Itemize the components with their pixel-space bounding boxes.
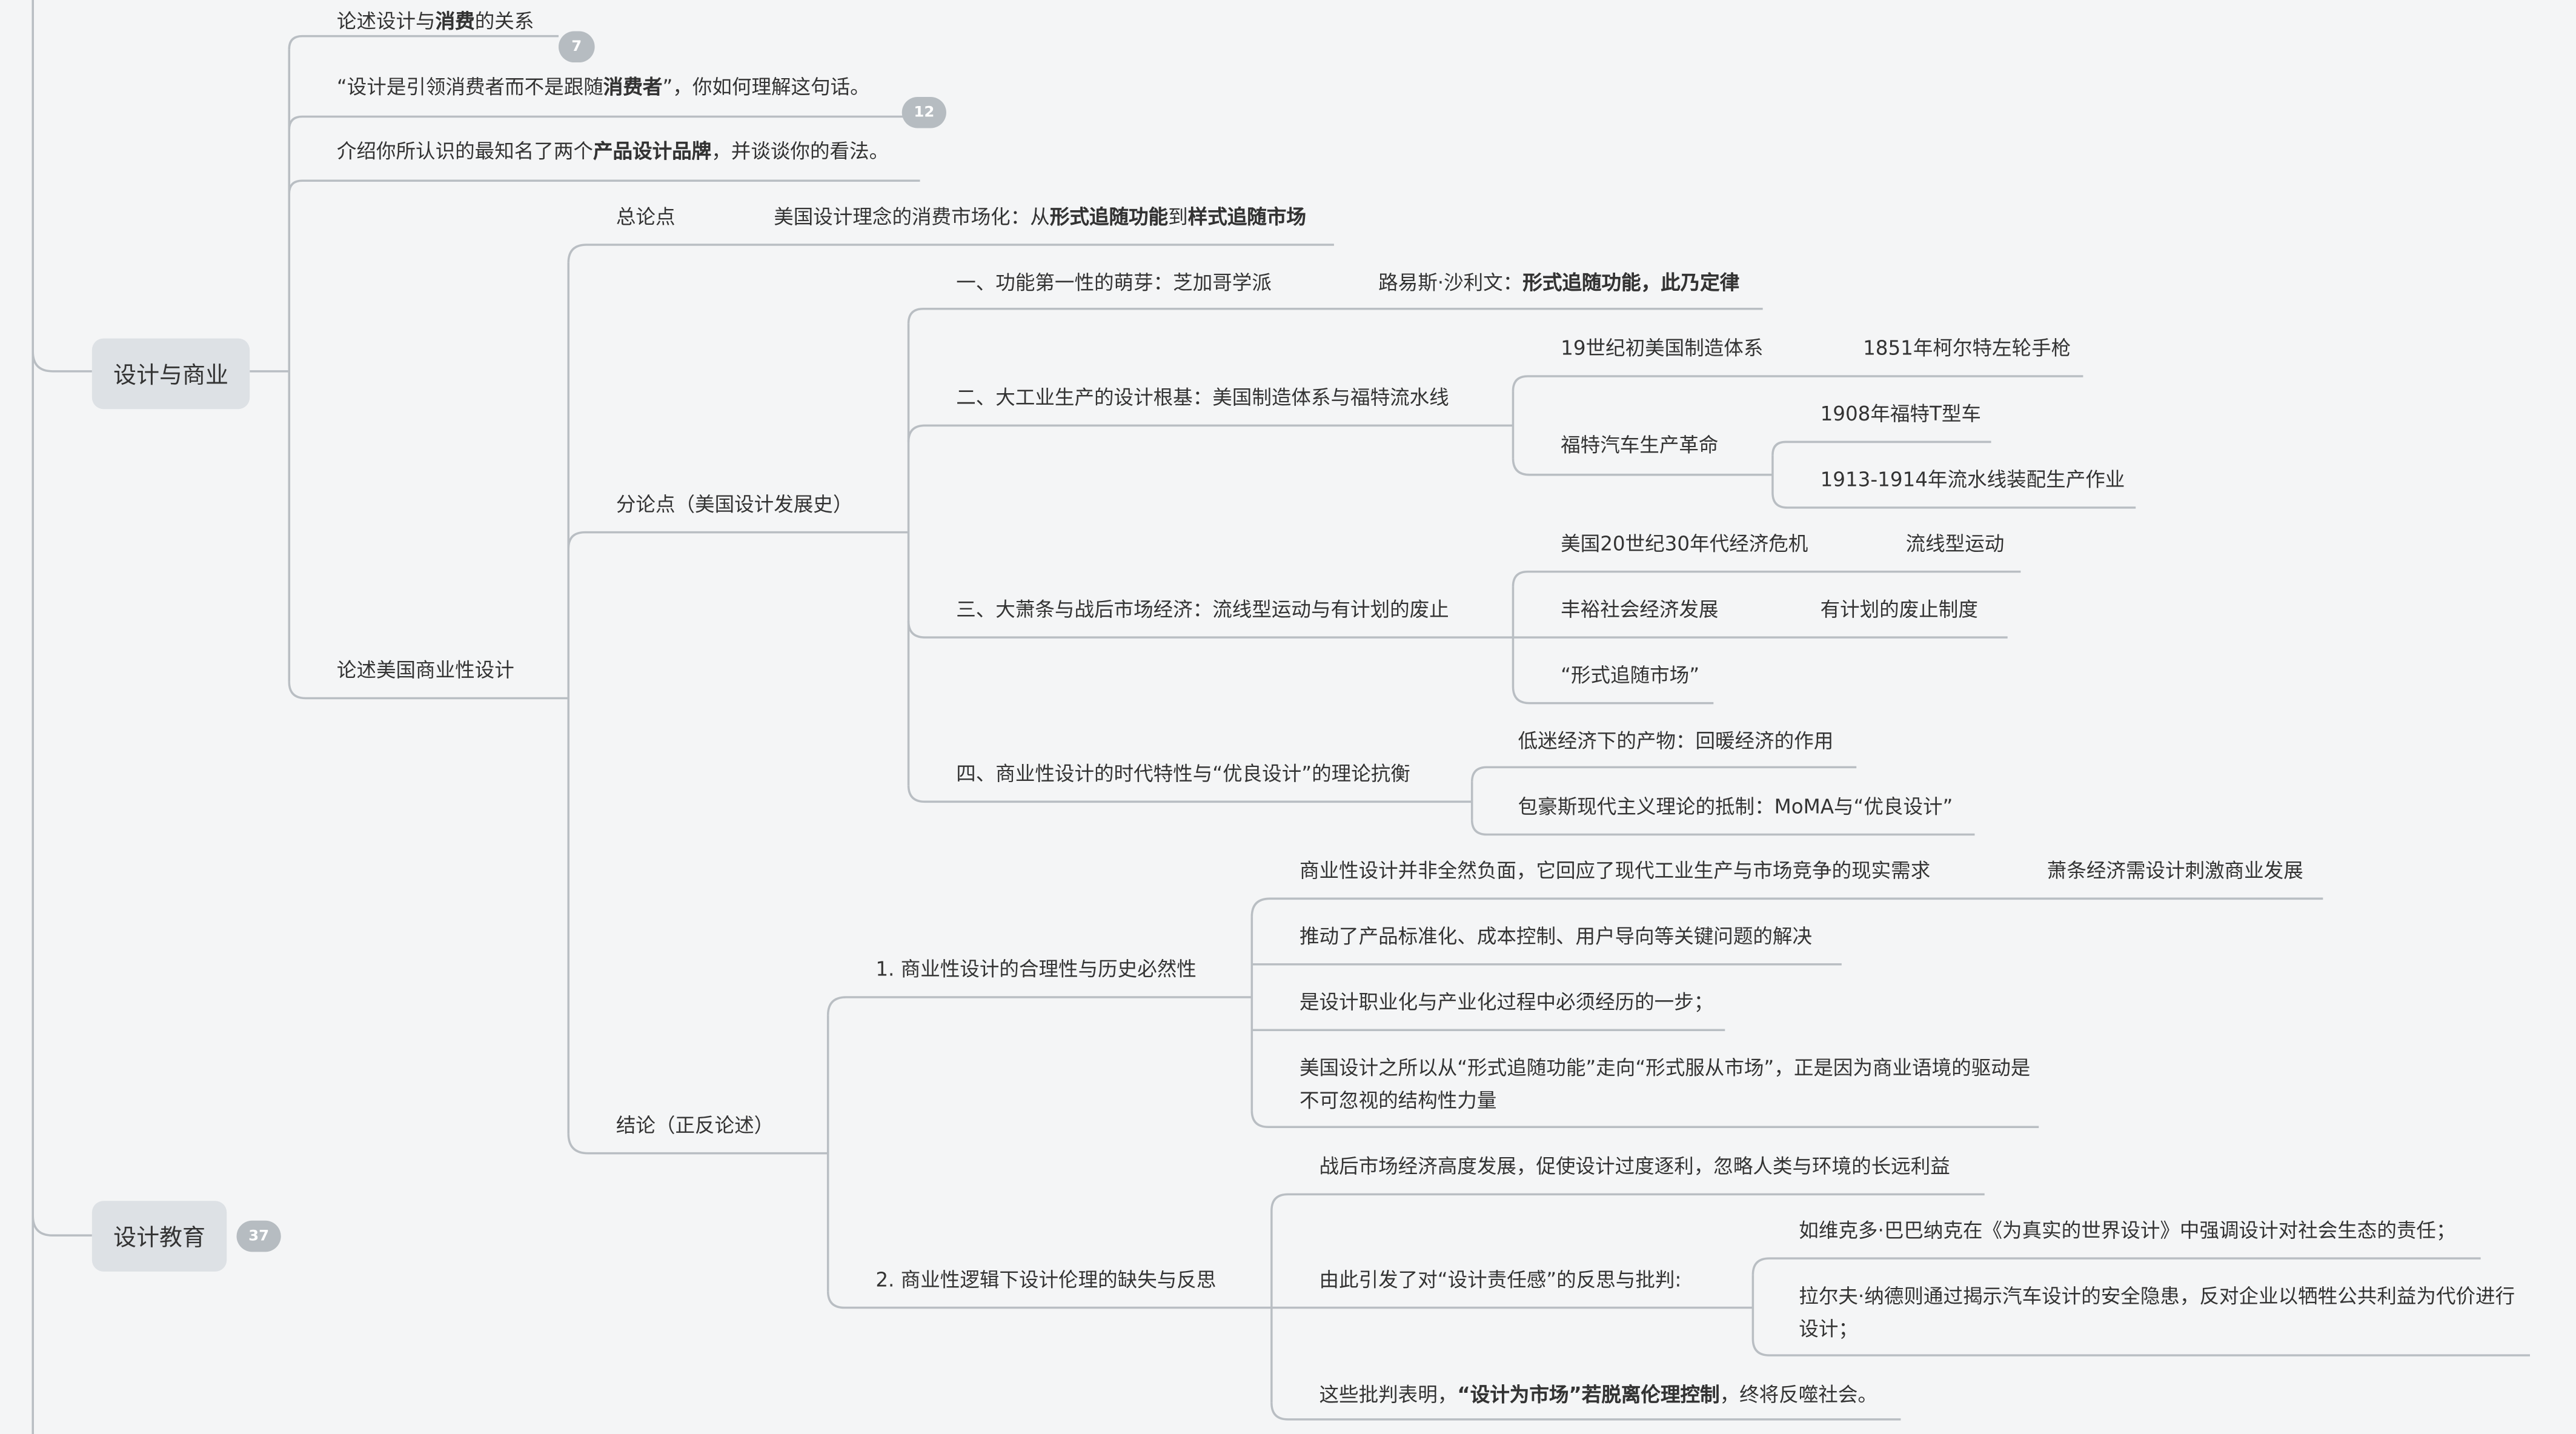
topic-text: 这些批判表明， — [1319, 1383, 1458, 1407]
topic-c2-a[interactable]: 战后市场经济高度发展，促使设计过度逐利，忽略人类与环境的长远利益 — [1319, 1155, 1950, 1178]
topic-text: 的关系 — [474, 10, 534, 33]
topic-c2-b[interactable]: 由此引发了对“设计责任感”的反思与批判: — [1319, 1268, 1682, 1292]
topic-design-business[interactable]: 设计与商业 — [91, 338, 250, 410]
topic-sp3[interactable]: 三、大萧条与战后市场经济：流线型运动与有计划的废止 — [956, 598, 1449, 622]
topic-text-bold: 消费者 — [603, 75, 663, 99]
topic-sp2[interactable]: 二、大工业生产的设计根基：美国制造体系与福特流水线 — [956, 386, 1449, 410]
topic-c1-a1[interactable]: 萧条经济需设计刺激商业发展 — [2047, 859, 2303, 883]
topic-sp3-a[interactable]: 美国20世纪30年代经济危机 — [1561, 532, 1808, 556]
topic-question-brands[interactable]: 介绍你所认识的最知名了两个产品设计品牌，并谈谈你的看法。 — [337, 134, 889, 167]
topic-c1[interactable]: 1. 商业性设计的合理性与历史必然性 — [875, 957, 1197, 981]
topic-text-bold: 产品设计品牌 — [593, 139, 712, 163]
topic-text-bold: 消费 — [435, 10, 475, 33]
topic-text: 论述设计与 — [336, 10, 436, 33]
topic-sp2-b[interactable]: 福特汽车生产革命 — [1561, 433, 1719, 457]
topic-c2-b1[interactable]: 如维克多·巴巴纳克在《为真实的世界设计》中强调设计对社会生态的责任； — [1799, 1219, 2456, 1243]
topic-text: “设计是引领消费者而不是跟随 — [336, 75, 603, 99]
topic-sp4-a[interactable]: 低迷经济下的产物：回暖经济的作用 — [1518, 729, 1834, 752]
topic-text-bold: 样式追随市场 — [1187, 205, 1306, 228]
topic-sp2-b2[interactable]: 1913-1914年流水线装配生产作业 — [1820, 468, 2125, 491]
topic-sp1-quote[interactable]: 路易斯·沙利文：形式追随功能，此乃定律 — [1378, 266, 1739, 299]
topic-sp2-a1[interactable]: 1851年柯尔特左轮手枪 — [1863, 336, 2071, 360]
topic-conclusion[interactable]: 结论（正反论述） — [616, 1114, 774, 1137]
topic-text: 路易斯·沙利文： — [1378, 271, 1523, 294]
topic-sp3-c[interactable]: “形式追随市场” — [1561, 663, 1700, 687]
topic-question-consumption[interactable]: 论述设计与消费的关系 — [337, 5, 534, 38]
topic-c2-c[interactable]: 这些批判表明，“设计为市场”若脱离伦理控制，终将反噬社会。 — [1319, 1378, 1877, 1411]
topic-us-commercial-design[interactable]: 论述美国商业性设计 — [336, 659, 514, 682]
topic-c2[interactable]: 2. 商业性逻辑下设计伦理的缺失与反思 — [875, 1268, 1217, 1292]
topic-sp4[interactable]: 四、商业性设计的时代特性与“优良设计”的理论抗衡 — [956, 762, 1410, 786]
topic-question-lead-consumer[interactable]: “设计是引领消费者而不是跟随消费者”，你如何理解这句话。 — [337, 71, 870, 104]
topic-c1-d[interactable]: 美国设计之所以从“形式追随功能”走向“形式服从市场”，正是因为商业语境的驱动是不… — [1299, 1056, 2031, 1112]
topic-main-point[interactable]: 总论点 — [616, 205, 676, 228]
topic-text: 介绍你所认识的最知名了两个 — [336, 139, 593, 163]
topic-text: ”，你如何理解这句话。 — [662, 75, 870, 99]
topic-sp3-b[interactable]: 丰裕社会经济发展 — [1561, 598, 1719, 622]
topic-design-education[interactable]: 设计教育 — [91, 1201, 227, 1272]
topic-text: 美国设计理念的消费市场化：从 — [774, 205, 1050, 228]
collapsed-count-badge[interactable]: 12 — [901, 96, 946, 128]
topic-text-bold: “设计为市场”若脱离伦理控制 — [1457, 1383, 1720, 1407]
topic-sp4-b[interactable]: 包豪斯现代主义理论的抵制：MoMA与“优良设计” — [1518, 795, 1953, 818]
topic-text-bold: 形式追随功能，此乃定律 — [1522, 271, 1740, 294]
topic-sp2-b1[interactable]: 1908年福特T型车 — [1820, 402, 1981, 426]
topic-main-point-text[interactable]: 美国设计理念的消费市场化：从形式追随功能到样式追随市场 — [774, 201, 1306, 233]
topic-sub-points[interactable]: 分论点（美国设计发展史） — [616, 493, 853, 516]
topic-sp3-b1[interactable]: 有计划的废止制度 — [1820, 598, 1978, 622]
topic-c1-c[interactable]: 是设计职业化与产业化过程中必须经历的一步； — [1299, 991, 1714, 1014]
topic-text: ，并谈谈你的看法。 — [711, 139, 889, 163]
topic-sp3-a1[interactable]: 流线型运动 — [1905, 532, 2005, 556]
topic-sp2-a[interactable]: 19世纪初美国制造体系 — [1561, 336, 1764, 360]
topic-c2-b2[interactable]: 拉尔夫·纳德则通过揭示汽车设计的安全隐患，反对企业以牺牲公共利益为代价进行设计； — [1799, 1284, 2515, 1341]
topic-text: ，终将反噬社会。 — [1719, 1383, 1877, 1407]
topic-c1-b[interactable]: 推动了产品标准化、成本控制、用户导向等关键问题的解决 — [1299, 924, 1813, 948]
topic-c1-a[interactable]: 商业性设计并非全然负面，它回应了现代工业生产与市场竞争的现实需求 — [1299, 859, 1931, 883]
collapsed-count-badge[interactable]: 37 — [236, 1220, 281, 1252]
topic-sp1[interactable]: 一、功能第一性的萌芽：芝加哥学派 — [956, 271, 1272, 294]
topic-text: 到 — [1168, 205, 1188, 228]
topic-text-bold: 形式追随功能 — [1049, 205, 1169, 228]
collapsed-count-badge[interactable]: 7 — [558, 31, 595, 63]
